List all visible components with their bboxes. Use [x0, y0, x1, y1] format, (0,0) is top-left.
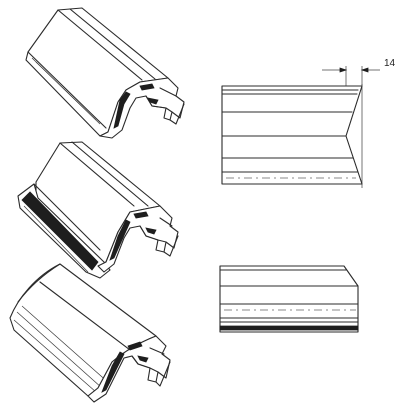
orthographic-view-bottom	[219, 265, 359, 333]
dimension-label-14: 14	[384, 58, 396, 69]
profile-iso-2	[17, 141, 179, 279]
orthographic-view-top: 14	[221, 58, 396, 188]
profile-iso-3	[9, 263, 171, 403]
profile-iso-1	[25, 7, 185, 139]
